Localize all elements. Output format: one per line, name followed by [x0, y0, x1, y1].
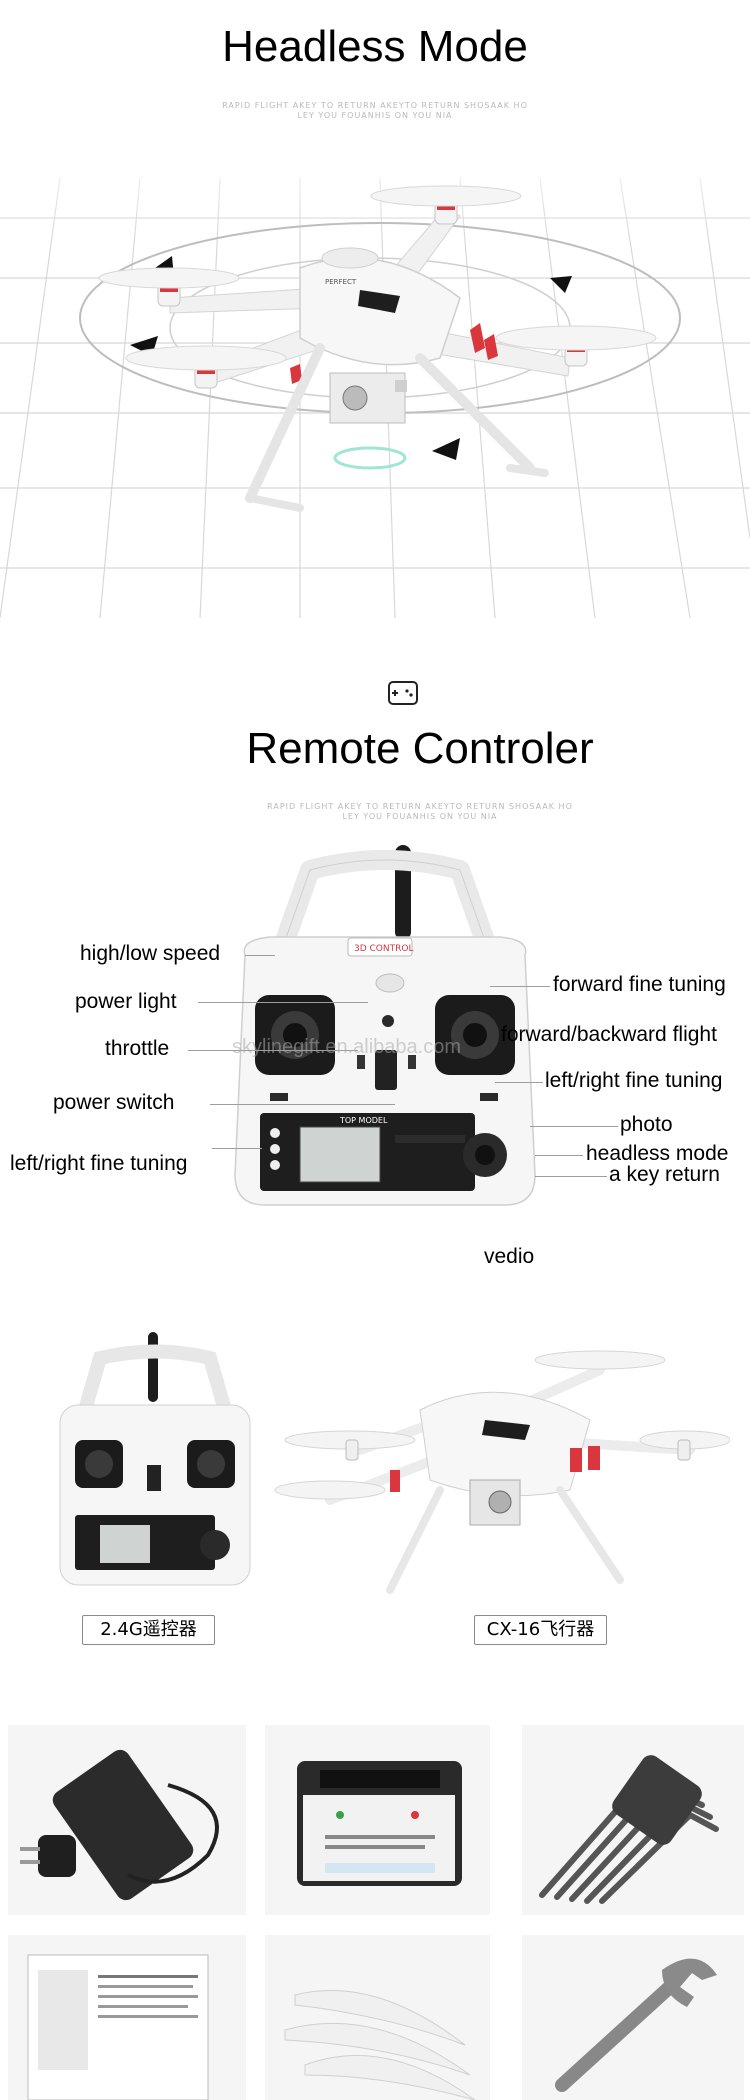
leader-line [188, 1050, 358, 1051]
leader-line [198, 1002, 368, 1003]
rotation-arrow-icon [432, 438, 460, 460]
leader-line [530, 1126, 618, 1127]
remote-brand-badge: 3D CONTROL [354, 944, 413, 954]
drone-quadcopter: PERFECT [98, 185, 657, 512]
callout-throttle: throttle [105, 1037, 170, 1060]
callout-power-switch: power switch [53, 1091, 175, 1114]
headless-subtitle-line1: RAPID FLIGHT AKEY TO RETURN AKEYTO RETUR… [222, 101, 528, 110]
remote-subtitle-line2: LEY YOU FOUANHIS ON YOU NIA [342, 812, 498, 821]
accessory-wrench [522, 1935, 744, 2100]
landing-glow [333, 446, 407, 470]
headless-mode-title: Headless Mode [222, 22, 528, 71]
callout-a-key-return: a key return [609, 1163, 720, 1186]
leader-line [535, 1155, 583, 1156]
leader-line [535, 1176, 607, 1177]
accessory-battery-charger [265, 1725, 490, 1915]
right-stick [435, 995, 515, 1075]
accessory-hex-key-set [522, 1725, 744, 1915]
rotation-arrow-icon [550, 276, 572, 293]
watermark-text: skylinegift.en.alibaba.com [232, 1036, 462, 1058]
remote-controler-title: Remote Controler [246, 724, 594, 773]
leader-line [212, 1148, 262, 1149]
callout-vedio: vedio [484, 1245, 535, 1268]
remote-controller-small-image [59, 1332, 251, 1586]
callout-left-right-fine-tuning-left: left/right fine tuning [10, 1152, 188, 1175]
callout-left-right-fine-tuning-right: left/right fine tuning [545, 1069, 723, 1092]
callout-photo: photo [620, 1113, 673, 1136]
drone-small-image [274, 1350, 730, 1594]
callout-high-low-speed: high/low speed [80, 942, 221, 965]
remote-screen-label: TOP MODEL [339, 1116, 388, 1125]
left-stick [255, 995, 335, 1075]
callout-power-light: power light [75, 990, 177, 1013]
callout-headless-mode: headless mode [586, 1142, 729, 1165]
callout-forward-fine-tuning: forward fine tuning [553, 973, 726, 996]
gamepad-icon [388, 681, 418, 705]
remote-subtitle-line1: RAPID FLIGHT AKEY TO RETURN AKEYTO RETUR… [267, 802, 573, 811]
leader-line [495, 1082, 543, 1083]
accessory-instruction-manual [8, 1935, 246, 2100]
callout-forward-backward-flight: forward/backward flight [501, 1023, 717, 1046]
leader-line [245, 955, 275, 956]
remote-product-tag: 2.4G遥控器 [82, 1615, 215, 1645]
drone-product-tag: CX-16飞行器 [474, 1615, 607, 1645]
leader-line [210, 1104, 395, 1105]
accessory-power-adapter [8, 1725, 246, 1915]
drone-body-label: PERFECT [325, 278, 357, 286]
headless-subtitle-line2: LEY YOU FOUANHIS ON YOU NIA [297, 111, 453, 120]
accessory-spare-propellers [265, 1935, 490, 2100]
leader-line [490, 986, 550, 987]
remote-controller-image: 3D CONTROL TOP MODEL [234, 845, 536, 1206]
headless-drone-illustration: PERFECT [0, 118, 750, 618]
